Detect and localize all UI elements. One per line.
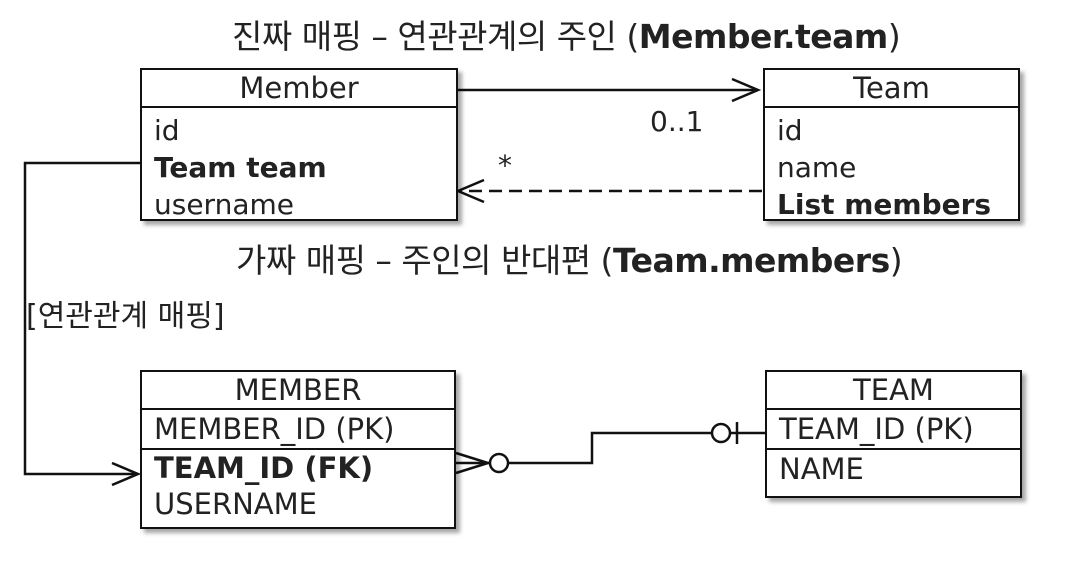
member-table-fk: TEAM_ID (FK) (154, 451, 374, 485)
team-field-name: name (777, 151, 857, 184)
team-table: TEAM TEAM_ID (PK) NAME (765, 370, 1022, 498)
team-field-members: List members (777, 188, 992, 221)
member-class-fields: id Team team username (142, 108, 456, 223)
mapping-connector-line (23, 161, 141, 476)
member-field-team: Team team (154, 151, 327, 184)
mapping-connector-arrowhead (111, 461, 142, 487)
er-relationship-line (456, 431, 765, 465)
team-class-name: Team (765, 70, 1018, 108)
member-field-id: id (154, 114, 180, 147)
member-team-arrowhead (731, 77, 762, 103)
team-class: Team id name List members (763, 68, 1020, 221)
member-field-username: username (154, 188, 294, 221)
crowfoot-zero-symbol (488, 452, 510, 474)
relation-mapping-label: [연관관계 매핑] (26, 299, 225, 334)
team-table-name: TEAM (767, 372, 1020, 410)
member-class: Member id Team team username (140, 68, 458, 221)
team-table-pk: TEAM_ID (PK) (767, 410, 1020, 450)
real-mapping-title: 진짜 매핑 – 연관관계의 주인 (Member.team) (232, 17, 901, 56)
member-table-username: USERNAME (154, 487, 317, 521)
team-member-arrowhead (454, 178, 485, 204)
multiplicity-many: * (498, 149, 512, 182)
member-table: MEMBER MEMBER_ID (PK) TEAM_ID (FK) USERN… (140, 370, 456, 529)
crowfoot-many-symbol (455, 451, 493, 475)
team-class-fields: id name List members (765, 108, 1018, 223)
member-table-name: MEMBER (142, 372, 454, 410)
member-class-name: Member (142, 70, 456, 108)
team-table-name-column: NAME (779, 452, 864, 486)
fake-mapping-title: 가짜 매핑 – 주인의 반대편 (Team.members) (236, 241, 903, 280)
member-table-pk: MEMBER_ID (PK) (142, 410, 454, 450)
team-field-id: id (777, 114, 803, 147)
team-zero-symbol (710, 422, 732, 444)
multiplicity-zero-one: 0..1 (650, 105, 704, 138)
